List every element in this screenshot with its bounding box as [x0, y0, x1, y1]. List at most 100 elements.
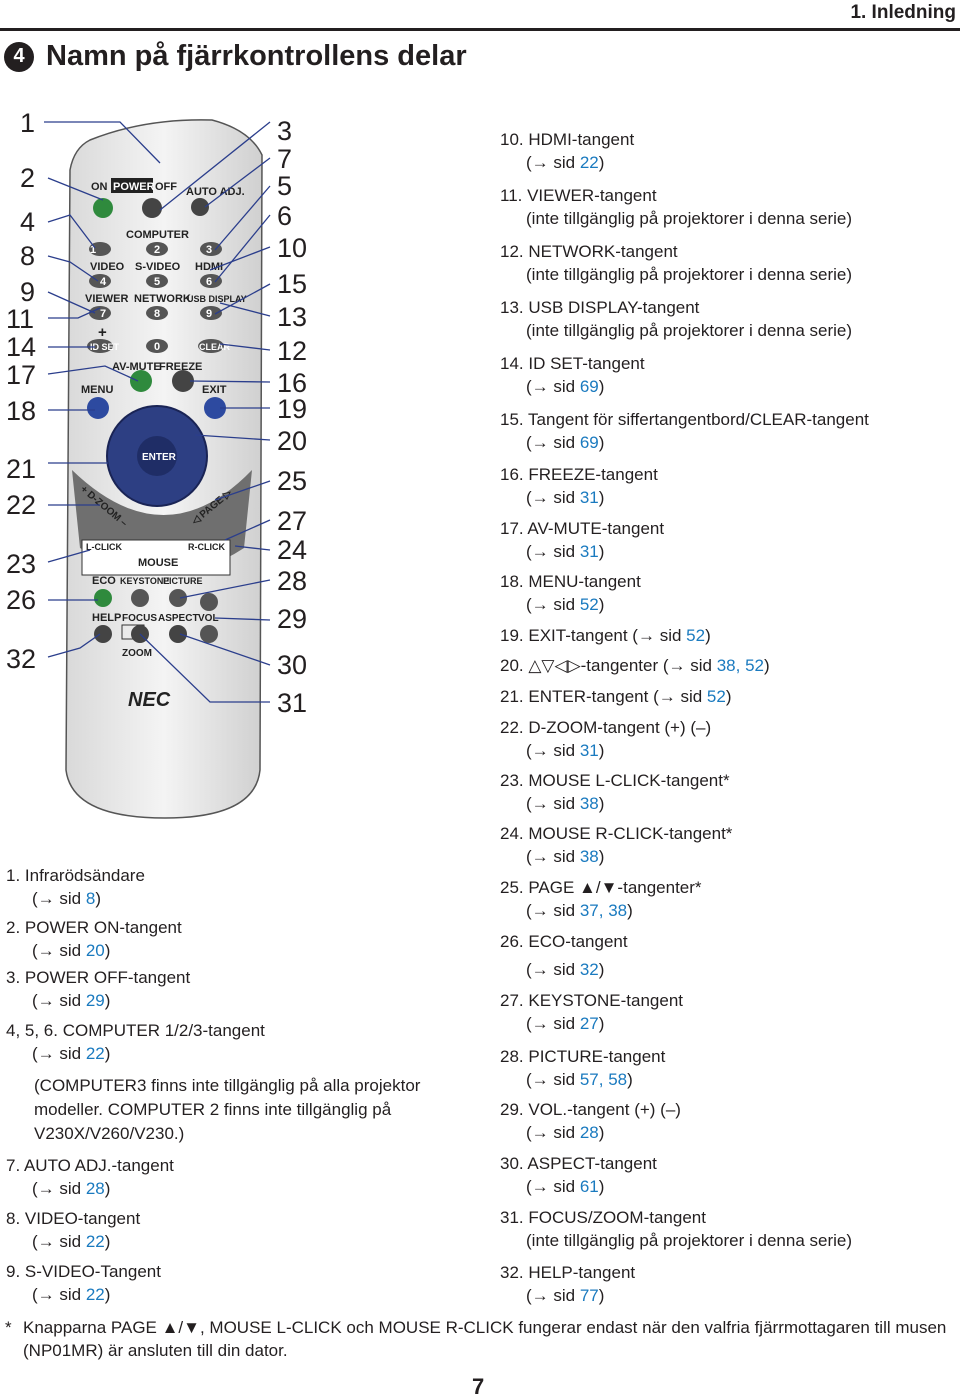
page-link[interactable]: 61 — [579, 1177, 599, 1196]
page-link[interactable]: 22 — [85, 1044, 105, 1063]
callout-left: 9 — [20, 277, 36, 307]
page-link[interactable]: 29 — [85, 991, 105, 1010]
left-item: 2. POWER ON-tangent (→ sid 20) — [6, 918, 182, 960]
key0-label: 0 — [154, 341, 160, 353]
exit-label: EXIT — [202, 384, 227, 396]
section-number-badge: 4 — [4, 41, 34, 72]
page-link[interactable]: 31 — [579, 488, 599, 507]
viewer-label: VIEWER — [85, 293, 128, 305]
key1-label: 1 — [90, 244, 96, 256]
key5-label: 5 — [154, 276, 160, 288]
page-link[interactable]: 8 — [85, 889, 96, 908]
picture-label: PICTURE — [163, 576, 203, 586]
callout-left: 21 — [6, 454, 37, 484]
right-item: 32. HELP-tangent (→ sid 77) — [500, 1263, 636, 1305]
right-item: 26. ECO-tangent (→ sid 32) — [500, 932, 628, 979]
brand-logo: NEC — [128, 689, 171, 711]
page-link[interactable]: 77 — [579, 1286, 599, 1305]
right-item: 15. Tangent för siffertangentbord/CLEAR-… — [500, 410, 869, 452]
vol-label: VOL — [198, 613, 219, 624]
page-link[interactable]: 31 — [579, 542, 599, 561]
callout-right: 30 — [277, 650, 308, 680]
id-set-label: ID SET — [90, 342, 120, 352]
page-link[interactable]: 57, 58 — [579, 1070, 628, 1089]
callout-left: 23 — [6, 549, 37, 579]
page-link[interactable]: 31 — [579, 741, 599, 760]
right-item: 17. AV-MUTE-tangent (→ sid 31) — [500, 519, 665, 561]
page-link[interactable]: 38 — [579, 794, 599, 813]
key6-label: 6 — [206, 276, 212, 288]
lclick-label: L-CLICK — [86, 542, 122, 552]
page-link[interactable]: 28 — [579, 1123, 599, 1142]
off-label: OFF — [155, 181, 177, 193]
callout-left: 26 — [6, 585, 37, 615]
right-item: 22. D-ZOOM-tangent (+) (–) (→ sid 31) — [500, 718, 712, 760]
callout-right: 31 — [277, 688, 308, 718]
right-item: 16. FREEZE-tangent (→ sid 31) — [500, 465, 658, 507]
key8-label: 8 — [154, 308, 160, 320]
callout-right: 3 — [277, 116, 293, 146]
callout-right: 5 — [277, 171, 293, 201]
zoom-label: ZOOM — [122, 648, 152, 659]
page-link[interactable]: 28 — [85, 1179, 105, 1198]
callout-right: 20 — [277, 426, 308, 456]
key2-label: 2 — [154, 244, 160, 256]
callout-left: 32 — [6, 644, 37, 674]
page-link[interactable]: 69 — [579, 433, 599, 452]
left-item: 1. Infrarödsändare (→ sid 8) — [6, 866, 145, 908]
page-link[interactable]: 52 — [686, 626, 706, 645]
right-item: 28. PICTURE-tangent (→ sid 57, 58) — [500, 1047, 666, 1089]
page-link[interactable]: 22 — [579, 153, 599, 172]
page-link[interactable]: 52 — [579, 595, 599, 614]
right-item: 18. MENU-tangent (→ sid 52) — [500, 572, 641, 614]
key4-label: 4 — [100, 276, 107, 288]
page-link[interactable]: 52 — [706, 687, 726, 706]
usb-display-label: USB DISPLAY — [187, 294, 247, 304]
footnote-text: Knapparna PAGE ▲/▼, MOUSE L-CLICK och MO… — [23, 1318, 947, 1360]
page-link[interactable]: 32 — [579, 960, 599, 979]
callout-right: 24 — [277, 535, 308, 565]
left-item: 8. VIDEO-tangent (→ sid 22) — [6, 1209, 141, 1251]
svideo-label: S-VIDEO — [135, 261, 181, 273]
page-link[interactable]: 69 — [579, 377, 599, 396]
callout-left: 22 — [6, 490, 37, 520]
eco-label: ECO — [92, 575, 116, 587]
callout-left: 11 — [6, 304, 35, 334]
callout-right: 28 — [277, 566, 308, 596]
callout-left: 4 — [20, 207, 36, 237]
mouse-label: MOUSE — [138, 557, 178, 569]
page-link[interactable]: 37, 38 — [579, 901, 628, 920]
right-item: 30. ASPECT-tangent (→ sid 61) — [500, 1154, 657, 1196]
page-link[interactable]: 22 — [85, 1285, 105, 1304]
page-link[interactable]: 38 — [579, 847, 599, 866]
key3-label: 3 — [206, 244, 212, 256]
right-item: 20. △▽◁▷-tangenter (→ sid 38, 52) — [500, 656, 770, 675]
left-item: 7. AUTO ADJ.-tangent (→ sid 28) — [6, 1156, 174, 1198]
callout-right: 25 — [277, 466, 308, 496]
menu-label: MENU — [81, 384, 113, 396]
right-item: 10. HDMI-tangent (→ sid 22) — [500, 130, 635, 172]
page-link[interactable]: 38, 52 — [716, 656, 764, 675]
callout-right: 6 — [277, 201, 293, 231]
enter-label: ENTER — [142, 452, 177, 463]
av-mute-label: AV-MUTE — [112, 361, 161, 373]
page-link[interactable]: 20 — [85, 941, 105, 960]
right-item: 14. ID SET-tangent (→ sid 69) — [500, 354, 645, 396]
freeze-label: FREEZE — [159, 361, 202, 373]
callout-left: 14 — [6, 332, 37, 362]
callout-left: 17 — [6, 360, 37, 390]
power-label: POWER — [113, 181, 155, 193]
help-label: HELP — [92, 612, 121, 624]
right-item: 31. FOCUS/ZOOM-tangent (inte tillgänglig… — [500, 1208, 853, 1250]
callout-left: 1 — [20, 108, 36, 138]
callout-right: 12 — [277, 336, 308, 366]
callout-right: 19 — [277, 394, 308, 424]
leader-lines — [44, 121, 271, 703]
callout-right: 15 — [277, 269, 308, 299]
page-link[interactable]: 27 — [579, 1014, 599, 1033]
callout-left: 8 — [20, 241, 36, 271]
rclick-label: R-CLICK — [188, 542, 225, 552]
callout-right: 27 — [277, 506, 308, 536]
page-link[interactable]: 22 — [85, 1232, 105, 1251]
